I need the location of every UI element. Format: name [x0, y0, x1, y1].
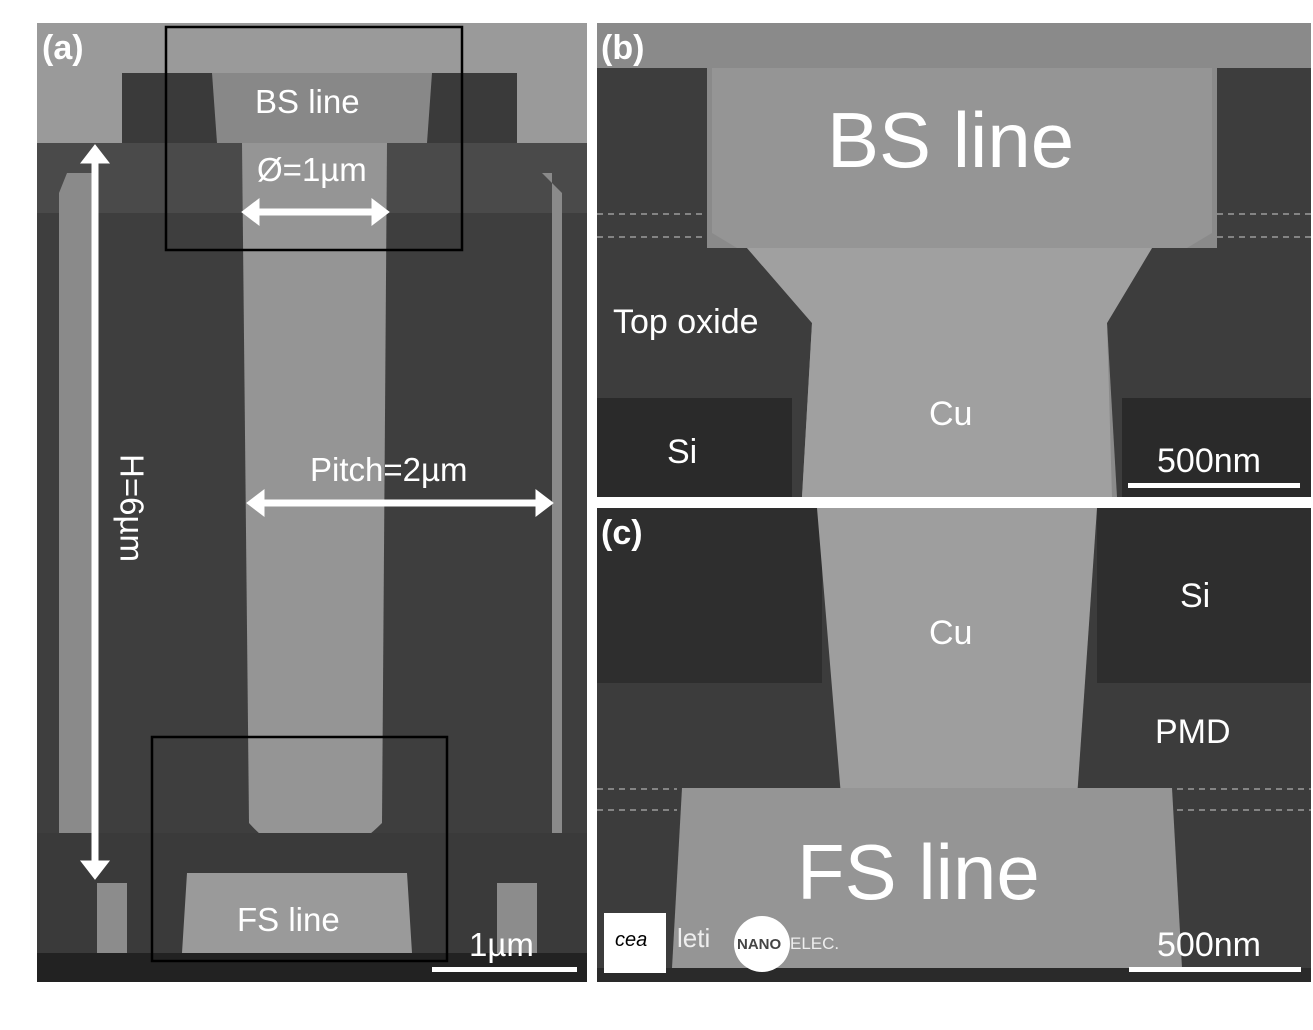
panel-c-micrograph [597, 508, 1311, 982]
elec-text: ELEC. [790, 934, 840, 953]
scale-bar-b [1128, 483, 1300, 488]
scale-bar-c-label: 500nm [1157, 926, 1261, 964]
height-arrow [79, 144, 111, 880]
panel-a-label: (a) [42, 29, 84, 67]
diameter-arrow [241, 197, 390, 227]
pitch-arrow [246, 488, 554, 518]
bs-line-title: BS line [827, 96, 1075, 184]
panel-a-micrograph [37, 23, 587, 982]
panel-c-sem-image: (c) Cu Si PMD FS line 500nm cea leti NAN… [597, 508, 1311, 982]
bs-line-label: BS line [255, 83, 360, 120]
cu-label-b: Cu [929, 395, 973, 433]
si-label-c: Si [1180, 577, 1211, 615]
fs-line-title: FS line [797, 828, 1040, 916]
top-oxide-label: Top oxide [613, 303, 759, 341]
cu-label-c: Cu [929, 614, 973, 652]
nanoelec-logo: NANO [734, 916, 790, 972]
panel-b-micrograph [597, 23, 1311, 497]
scale-bar-a [432, 967, 577, 972]
cea-logo: cea [604, 913, 666, 973]
height-label: H=6µm [113, 454, 151, 562]
panel-a-sem-image: (a) BS line Ø=1µm Pitch=2µm H=6µm FS lin… [37, 23, 587, 982]
panel-c-label: (c) [601, 514, 643, 552]
scale-bar-a-label: 1µm [469, 926, 534, 963]
pitch-label: Pitch=2µm [310, 451, 468, 488]
fs-zoom-box [150, 735, 449, 963]
fs-line-label: FS line [237, 901, 340, 938]
leti-logo: leti [677, 923, 711, 953]
diameter-label: Ø=1µm [257, 151, 367, 188]
scale-bar-c [1129, 967, 1301, 972]
si-label-b: Si [667, 433, 698, 471]
scale-bar-b-label: 500nm [1157, 442, 1261, 480]
panel-b-label: (b) [601, 29, 645, 67]
nano-text: NANO [737, 936, 782, 953]
pmd-label: PMD [1155, 713, 1231, 751]
cea-logo-text: cea [615, 929, 648, 951]
bs-zoom-box [164, 25, 464, 252]
panel-b-sem-image: (b) BS line Top oxide Si Cu 500nm [597, 23, 1311, 497]
